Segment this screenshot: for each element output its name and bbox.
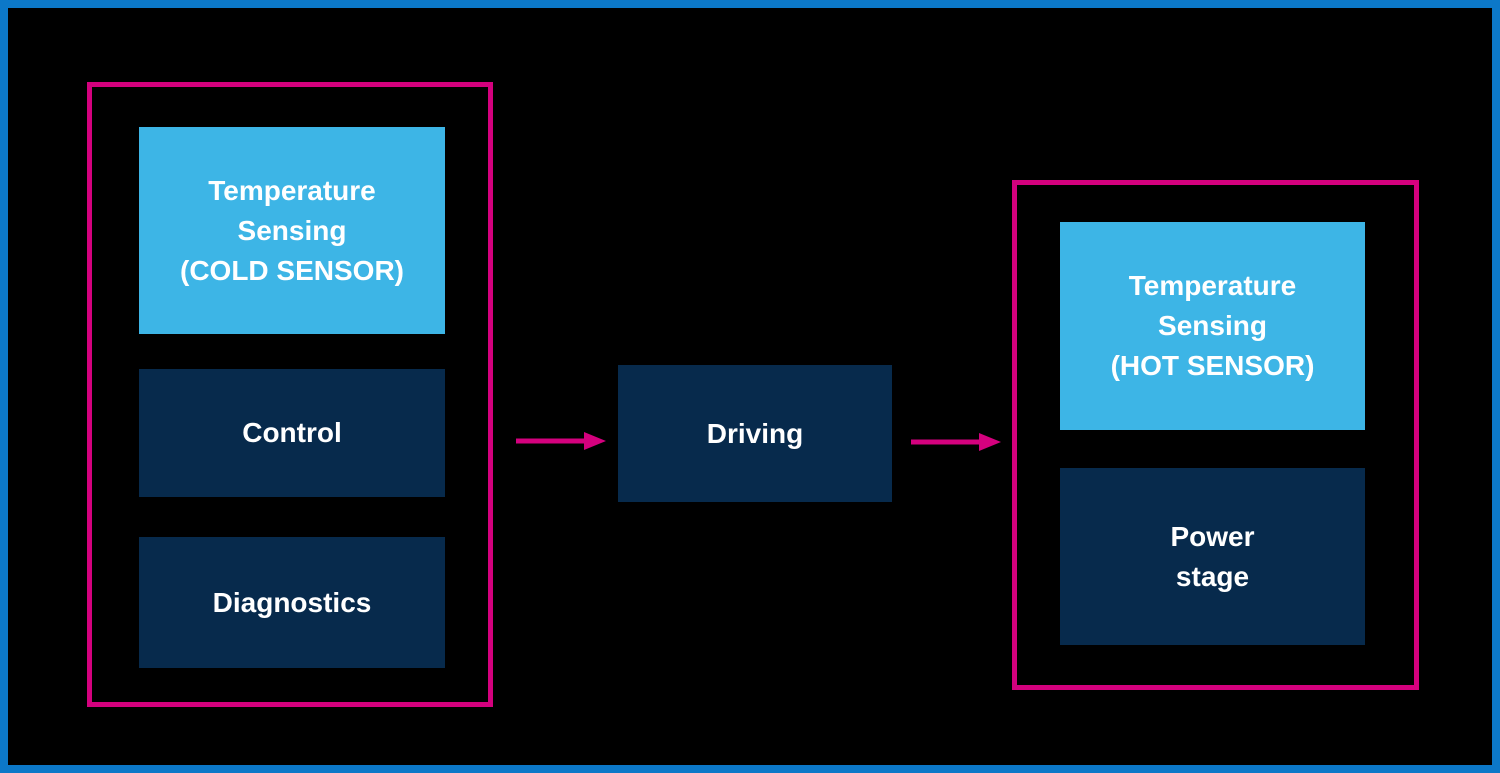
- temperature-hot-line-3: (HOT SENSOR): [1110, 350, 1315, 381]
- temperature-cold-line-1: Temperature: [208, 174, 376, 206]
- power-stage-line-2: stage: [1175, 560, 1250, 592]
- temperature-cold-line-3: (COLD SENSOR): [180, 254, 404, 286]
- arrow-cold-group-to-driving: [516, 432, 606, 450]
- temperature-cold-line-2: Sensing: [237, 214, 347, 246]
- arrow-driving-to-hot-group: [911, 433, 1001, 451]
- driving-block: Driving: [618, 365, 892, 502]
- control-block: Control: [139, 369, 445, 497]
- control-label: Control: [242, 417, 342, 448]
- power-stage-block: Power stage: [1060, 468, 1365, 645]
- power-stage-line-1: Power: [1170, 520, 1255, 552]
- temperature-sensing-hot-block: Temperature Sensing (HOT SENSOR): [1060, 222, 1365, 430]
- hot-side-group-outline: [1012, 180, 1419, 690]
- diagnostics-label: Diagnostics: [212, 586, 372, 618]
- temperature-sensing-cold-block: Temperature Sensing (COLD SENSOR): [139, 127, 445, 334]
- temperature-hot-line-2: Sensing: [1158, 310, 1267, 341]
- cold-side-group-outline: [87, 82, 493, 707]
- diagnostics-block: Diagnostics: [139, 537, 445, 668]
- driving-label: Driving: [706, 417, 804, 449]
- temperature-hot-line-1: Temperature: [1128, 270, 1297, 301]
